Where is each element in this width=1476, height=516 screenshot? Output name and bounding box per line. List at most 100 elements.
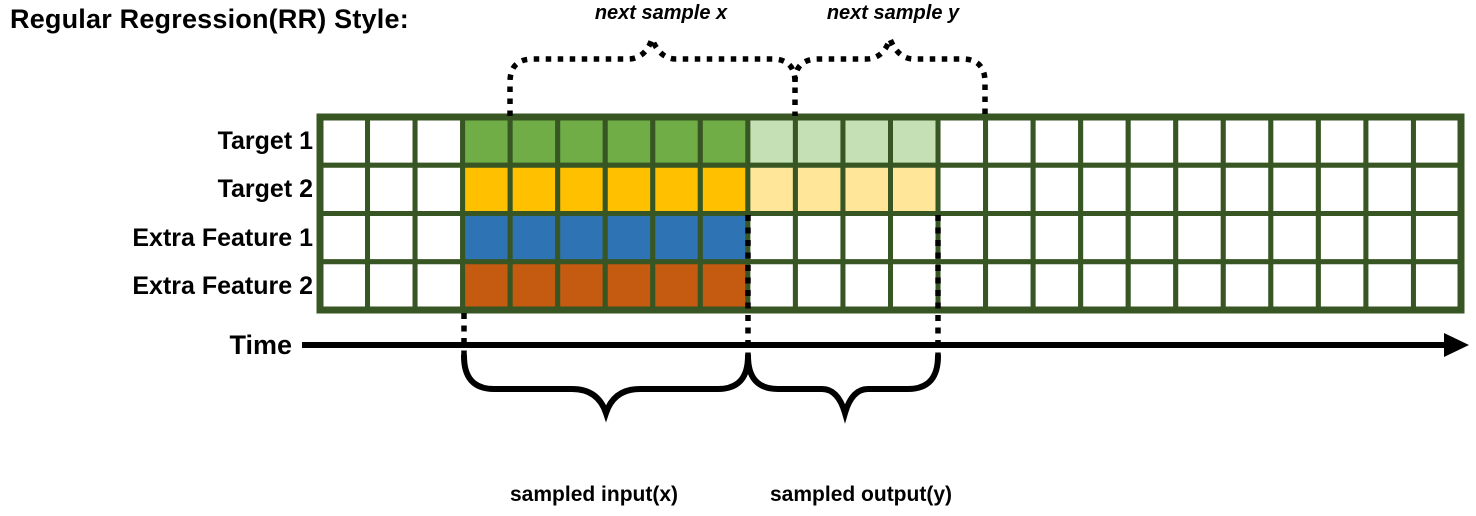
- row-label-target-2: Target 2: [217, 175, 313, 203]
- grid-cell: [602, 259, 656, 313]
- grid-cell: [745, 259, 798, 313]
- grid-cell: [1410, 114, 1464, 168]
- row-label-extra-feature-2: Extra Feature 2: [132, 272, 313, 300]
- grid-cell: [792, 162, 846, 216]
- grid-cell: [1125, 114, 1179, 168]
- grid-cell: [507, 211, 561, 265]
- grid-cell: [840, 259, 894, 313]
- grid-cell: [1410, 211, 1464, 265]
- grid-cell: [460, 162, 513, 216]
- grid-cell: [1173, 259, 1226, 313]
- grid-cell: [602, 162, 656, 216]
- grid-cell: [1220, 259, 1274, 313]
- grid-cell: [555, 114, 608, 168]
- grid-cell: [1363, 114, 1416, 168]
- grid-cell: [317, 162, 371, 216]
- grid-cell: [1030, 211, 1084, 265]
- grid-cell: [507, 114, 561, 168]
- row-label-extra-feature-1: Extra Feature 1: [132, 224, 313, 252]
- grid-cell: [1315, 259, 1369, 313]
- grid-cell: [792, 211, 846, 265]
- grid-cell: [412, 114, 466, 168]
- row-label-target-1: Target 1: [217, 127, 313, 155]
- grid-cell: [1220, 211, 1274, 265]
- sampled-output-annotation: sampled output(y) horizon=4 output_featu…: [770, 422, 997, 516]
- grid-cell: [697, 259, 751, 313]
- grid-cell: [1315, 162, 1369, 216]
- grid-cell: [888, 162, 941, 216]
- grid-cell: [983, 162, 1036, 216]
- grid-cell: [602, 211, 656, 265]
- grid-cell: [365, 114, 418, 168]
- grid-cell: [365, 259, 418, 313]
- sampled-output-brace: [745, 353, 941, 424]
- sampled-input-annotation: sampled input(x) lookback=6 input_featur…: [510, 422, 723, 516]
- next-sample-x-label: next sample x: [594, 2, 728, 24]
- grid-cell: [650, 259, 703, 313]
- grid-cell: [1173, 211, 1226, 265]
- grid-cell: [1030, 259, 1084, 313]
- grid-cell: [555, 211, 608, 265]
- grid-cell: [650, 211, 703, 265]
- grid-cell: [1363, 259, 1416, 313]
- grid-cell: [650, 162, 703, 216]
- grid-cell: [1030, 162, 1084, 216]
- grid-cell: [555, 259, 608, 313]
- diagram-title: Regular Regression(RR) Style:: [10, 4, 409, 34]
- grid-cell: [792, 259, 846, 313]
- grid-cell: [555, 162, 608, 216]
- grid-cell: [1173, 162, 1226, 216]
- grid-cell: [412, 211, 466, 265]
- grid-cell: [1410, 162, 1464, 216]
- time-axis-arrowhead: [1444, 333, 1469, 357]
- grid-cell: [507, 259, 561, 313]
- grid-cell: [1125, 211, 1179, 265]
- grid-cell: [1363, 162, 1416, 216]
- grid-cell: [1220, 114, 1274, 168]
- grid-cell: [507, 162, 561, 216]
- grid-cell: [1078, 114, 1131, 168]
- grid-cell: [365, 162, 418, 216]
- grid-cell: [697, 114, 751, 168]
- sample-grid: [317, 114, 1464, 313]
- grid-cell: [1268, 211, 1321, 265]
- grid-cell: [888, 114, 941, 168]
- grid-cell: [935, 114, 989, 168]
- grid-cell: [745, 162, 798, 216]
- grid-cell: [1125, 162, 1179, 216]
- grid-cell: [412, 162, 466, 216]
- grid-cell: [317, 259, 371, 313]
- sample-grid-outline: [316, 113, 1465, 314]
- grid-cell: [1268, 259, 1321, 313]
- grid-cell: [745, 211, 798, 265]
- grid-cell: [840, 211, 894, 265]
- grid-cell: [983, 114, 1036, 168]
- next-sample-y-label: next sample y: [826, 2, 960, 24]
- grid-cell: [650, 114, 703, 168]
- grid-cell: [1410, 259, 1464, 313]
- grid-cell: [840, 162, 894, 216]
- grid-cell: [412, 259, 466, 313]
- grid-cell: [1078, 211, 1131, 265]
- grid-cell: [1173, 114, 1226, 168]
- grid-cell: [888, 259, 941, 313]
- grid-cell: [1268, 162, 1321, 216]
- grid-cell: [317, 211, 371, 265]
- grid-cell: [1315, 211, 1369, 265]
- sampled-input-brace: [461, 353, 751, 423]
- grid-cell: [365, 211, 418, 265]
- grid-cell: [460, 114, 513, 168]
- next-sample-y-brace: [792, 31, 988, 116]
- next-sample-x-brace: [507, 31, 798, 116]
- grid-cell: [317, 114, 371, 168]
- grid-cell: [1268, 114, 1321, 168]
- grid-cell: [697, 162, 751, 216]
- grid-cell: [460, 259, 513, 313]
- grid-cell: [697, 211, 751, 265]
- grid-cell: [602, 114, 656, 168]
- grid-cell: [1220, 162, 1274, 216]
- grid-cell: [1078, 162, 1131, 216]
- grid-cell: [1363, 211, 1416, 265]
